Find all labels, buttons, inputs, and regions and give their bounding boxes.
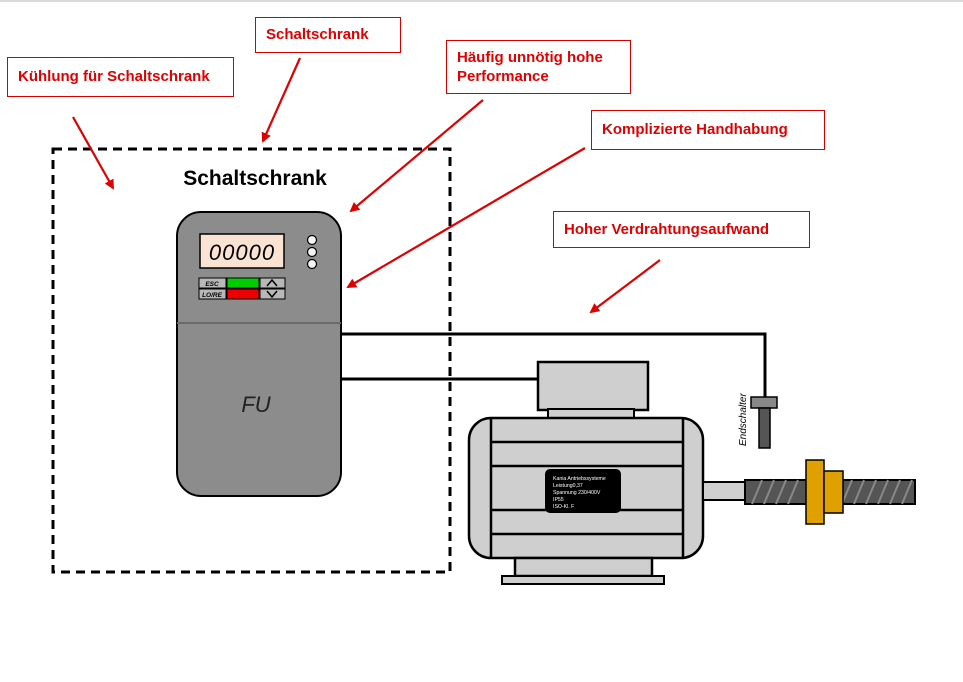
green-key[interactable] [226,277,260,289]
callout-performance-line1: Häufig unnötig hohe [457,49,603,66]
arrow-wiring [589,259,661,314]
arrow-performance [349,99,484,213]
callout-performance-line2: Performance [457,68,549,85]
nameplate-line2: Leistung0,37 [553,483,583,489]
callout-cabinet: Schaltschrank [255,17,401,53]
nameplate-line4: IP55 [553,497,564,503]
cabinet-boundary [51,147,452,574]
down-key[interactable] [259,288,286,300]
motor-foot [513,556,654,578]
status-led-3 [306,258,318,270]
status-led-2 [306,246,318,258]
callout-wiring-text: Hoher Verdrahtungsaufwand [564,221,770,238]
nameplate-line5: ISO-Kl. F [553,504,574,510]
limit-switch-label: Endschalter [738,393,749,446]
arrow-cooling [72,116,114,190]
down-arrow-icon [266,290,278,299]
up-arrow-icon [266,278,278,287]
cabinet-title: Schaltschrank [183,167,327,190]
esc-key[interactable] [198,277,227,289]
wiring [340,332,767,398]
motor-shaft [702,481,746,501]
status-led-1 [306,234,318,246]
limit-switch: Endschalter [738,393,778,449]
callout-handling: Komplizierte Handhabung [591,110,825,150]
electric-motor: Kania Antriebssysteme Leistung0,37 Spann… [467,360,746,585]
callout-performance: Häufig unnötig hohe Performance [446,40,631,94]
lead-screw [744,459,916,525]
lore-key-label: LO/RE [202,292,223,299]
nameplate-line3: Spannung 230/400V [553,490,601,496]
frequency-converter: 00000 ESC LO/RE FU [176,211,342,497]
fu-label: FU [241,392,270,417]
esc-key-label: ESC [205,281,219,288]
callout-cabinet-text: Schaltschrank [266,26,369,43]
callout-cooling-text: Kühlung für Schaltschrank [18,68,210,85]
fu-display-value: 00000 [209,240,275,265]
lore-key[interactable] [198,288,227,300]
red-key[interactable] [226,288,260,300]
arrow-cabinet [261,57,302,143]
up-key[interactable] [259,277,286,289]
spindle-nut [805,459,825,525]
motor-nameplate [545,469,621,513]
top-border-line [0,0,963,2]
callout-cooling: Kühlung für Schaltschrank [7,57,234,97]
nameplate-line1: Kania Antriebssysteme [553,476,606,482]
callout-wiring: Hoher Verdrahtungsaufwand [553,211,810,248]
callout-handling-text: Komplizierte Handhabung [602,121,788,138]
callout-arrows [72,57,661,314]
arrow-handling [346,147,586,289]
fu-display [199,233,285,269]
terminal-box [536,360,650,412]
